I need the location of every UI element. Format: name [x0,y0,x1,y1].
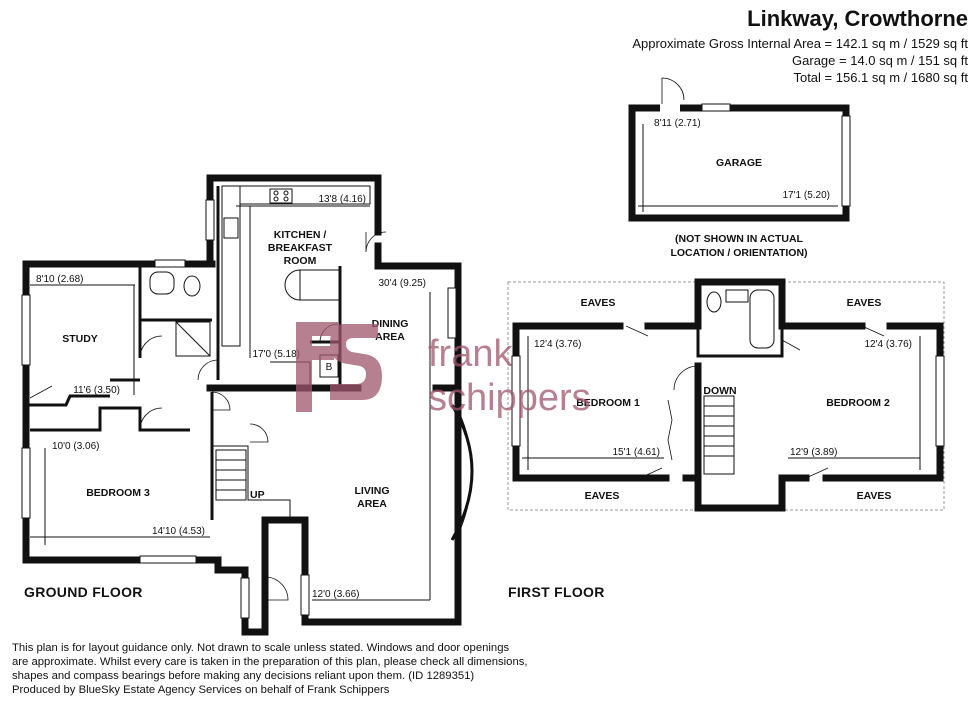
basin [149,271,175,295]
ff-basin [725,289,749,303]
entrance-window [240,577,250,619]
living-label-1: LIVING [354,485,389,497]
garage-dim-width: 8'11 (2.71) [654,118,701,129]
dining-label-2: AREA [375,331,405,343]
breakfast-bar [284,269,301,301]
study-wardrobe-door [29,385,53,399]
disclaimer-text: This plan is for layout guidance only. N… [12,642,528,696]
boiler-label: B [326,362,333,373]
landing-door [673,365,699,391]
eaves-label-top-left: EAVES [581,297,616,309]
frank-schippers-watermark: frank schippers [296,322,591,419]
watermark-logo-s [330,324,382,400]
study-dim-width: 8'10 (2.68) [36,274,84,285]
eaves-label-bottom-right: EAVES [857,490,892,502]
dining-window [447,287,457,339]
bath [749,289,775,349]
study-window [21,294,31,366]
garage-note-1: (NOT SHOWN IN ACTUAL [675,233,804,245]
bedroom1-window [511,355,521,447]
living-door [249,423,269,443]
kitchen-door [197,359,219,381]
kitchen-label-1: KITCHEN / [274,229,327,241]
living-dim: 12'0 (3.66) [312,589,360,600]
kitchen-label-3: ROOM [284,255,317,267]
front-door [264,576,289,601]
bedroom2-window [935,355,945,447]
hob [269,188,293,204]
dining-label-1: DINING [372,318,409,330]
bedroom3-window-front [139,555,197,564]
watermark-logo-f [296,322,338,412]
bedroom3-dim-length: 14'10 (4.53) [152,526,205,537]
kitchen-label-2: BREAKFAST [268,242,333,254]
eaves-label-bottom-left: EAVES [585,490,620,502]
kitchen-worktop-top [239,185,371,205]
total-area: Total = 156.1 sq m / 1680 sq ft [793,70,968,85]
bedroom2-wardrobe [781,339,801,351]
watermark-text-2: schippers [428,377,591,419]
study-dim-height: 11'6 (3.50) [73,385,120,396]
hall-door [211,391,231,411]
kitchen-window [205,199,215,241]
ground-floor-plan: 13'8 (4.16) KITCHEN / BREAKFAST ROOM 17'… [21,174,474,636]
bathroom-window [154,259,186,268]
bedroom2-front-eaves-door [805,467,829,479]
bathroom-door [139,335,163,359]
gross-internal-area: Approximate Gross Internal Area = 142.1 … [632,36,968,51]
garage-label: GARAGE [716,157,762,169]
bedroom1-dim-width: 12'4 (3.76) [534,339,582,350]
garage-dim-length: 17'1 (5.20) [783,190,831,201]
kitchen-dim-height: 17'0 (5.18) [253,349,301,360]
watermark-text-1: frank [428,333,513,375]
garage-note-2: LOCATION / ORIENTATION) [670,247,807,259]
eaves-label-top-right: EAVES [847,297,882,309]
bedroom2-dim-length: 12'9 (3.89) [790,447,838,458]
ff-toilet [706,291,722,313]
bedroom2-eaves-door [861,325,885,337]
garage-side-door [661,77,685,104]
bedroom1-wardrobe [667,399,673,461]
stairs-down-label: DOWN [703,385,736,397]
bedroom3-dim-width: 10'0 (3.06) [52,441,100,452]
kitchen-dim-width: 13'8 (4.16) [319,194,367,205]
bedroom3-label: BEDROOM 3 [86,487,150,499]
garage-window [701,103,731,112]
garage-plan: 8'11 (2.71) GARAGE 17'1 (5.20) (NOT SHOW… [628,77,851,259]
kitchen-worktop-left [221,185,241,347]
bedroom1-eaves-door [625,325,649,337]
ground-floor-stairs [215,449,247,501]
toilet [183,275,201,297]
first-floor-plan: EAVES EAVES EAVES EAVES 12'4 (3.76) BEDR… [507,278,945,512]
kitchen-back-door [365,231,387,253]
bedroom1-label: BEDROOM 1 [576,397,640,409]
bedroom2-label: BEDROOM 2 [826,397,890,409]
garage-area: Garage = 14.0 sq m / 151 sq ft [792,53,968,68]
shower [175,321,211,357]
living-window-front [300,574,310,616]
bedroom1-dim-length: 15'1 (4.61) [613,447,661,458]
first-floor-stairs [703,395,735,475]
garage-door-opening [841,115,851,207]
dining-dim: 30'4 (9.25) [379,278,427,289]
bedroom3-door [139,407,163,431]
bedroom3-window-side [21,447,31,519]
first-floor-label: FIRST FLOOR [508,584,605,600]
living-label-2: AREA [357,498,387,510]
property-title: Linkway, Crowthorne [747,6,968,31]
bedroom1-front-eaves-door [639,467,663,479]
ground-floor-label: GROUND FLOOR [24,584,143,600]
stairs-up-label: UP [250,489,265,501]
bedroom2-dim-width: 12'4 (3.76) [865,339,913,350]
kitchen-sink [223,217,239,239]
study-label: STUDY [62,333,98,345]
